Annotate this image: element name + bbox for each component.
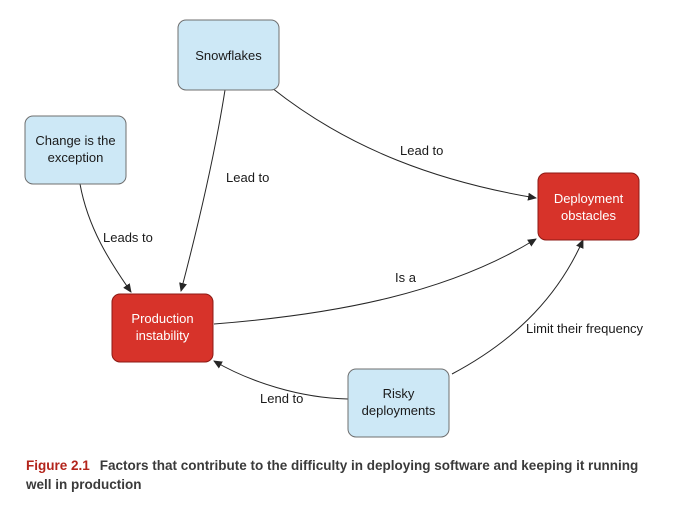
node-deployment-line2: obstacles [561,208,616,223]
edge-label-snowflakes-to-instability: Lead to [226,170,269,185]
node-change-line2: exception [48,150,104,165]
node-risky-line2: deployments [362,403,436,418]
edge-label-snowflakes-to-obstacles: Lead to [400,143,443,158]
edge-snowflakes-to-deployment-obstacles [271,87,537,201]
edge-label-change-to-instability: Leads to [103,230,153,245]
node-risky-line1: Risky [383,386,415,401]
node-production-line2: instability [136,328,190,343]
node-snowflakes: Snowflakes [177,19,280,91]
node-production-line1: Production [131,311,193,326]
edge-snowflakes-to-production-instability [179,89,226,292]
node-deployment-line1: Deployment [554,191,624,206]
node-snowflakes-label: Snowflakes [195,48,262,63]
edge-label-risky-to-instability: Lend to [260,391,303,406]
edge-risky-to-deployment-obstacles [451,239,584,375]
edge-instability-to-deployment-obstacles [213,238,537,325]
node-production-instability: Production instability [111,293,214,363]
node-deployment-obstacles: Deployment obstacles [537,172,640,241]
edge-label-instability-to-obstacles: Is a [395,270,417,285]
edge-change-to-production-instability [79,183,132,293]
edge-label-obstacles-to-risky: Limit their frequency [526,321,644,336]
node-change-line1: Change is the [35,133,115,148]
figure-caption-text: Factors that contribute to the difficult… [26,458,639,492]
node-risky-deployments: Risky deployments [347,368,450,438]
edge-risky-to-production-instability [213,360,349,400]
figure-caption-label: Figure 2.1 [26,458,90,473]
node-change-is-the-exception: Change is the exception [24,115,127,185]
